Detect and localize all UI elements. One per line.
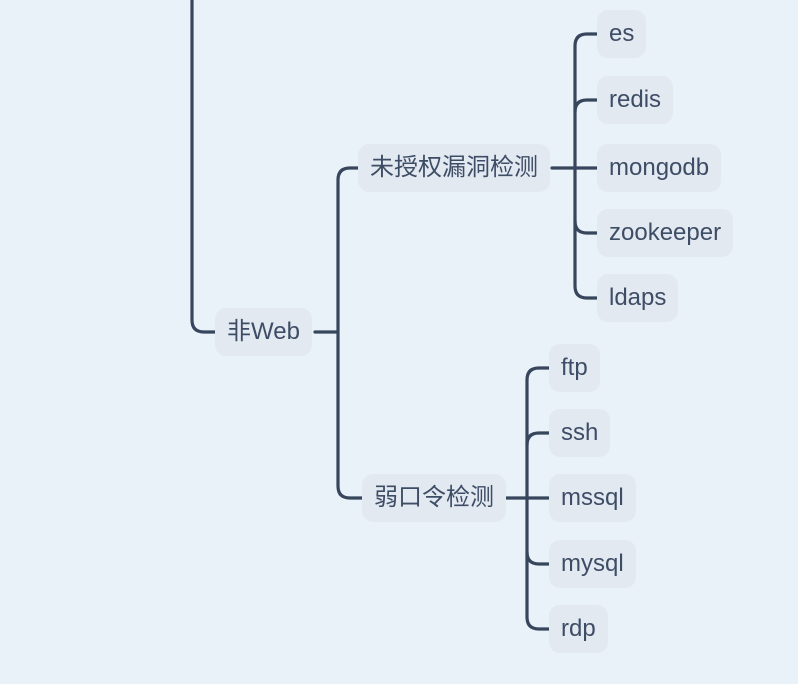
mindmap-node-redis[interactable]: redis: [597, 76, 674, 124]
mindmap-node-non-web[interactable]: 非Web: [215, 308, 312, 356]
edge-trunk-branches: [336, 166, 364, 500]
mindmap-node-unauthorized-vuln-detection[interactable]: 未授权漏洞检测: [358, 144, 550, 192]
mindmap-node-mysql[interactable]: mysql: [549, 540, 636, 588]
mindmap-node-zookeeper[interactable]: zookeeper: [597, 209, 734, 257]
mindmap-node-ftp[interactable]: ftp: [549, 344, 600, 392]
edge-trunk-unauth-children: [573, 32, 599, 300]
mindmap-node-rdp[interactable]: rdp: [549, 605, 608, 653]
edge-parent-to-non-web: [190, 0, 217, 334]
mindmap-node-ldaps[interactable]: ldaps: [597, 274, 679, 322]
edge-hook-redis: [573, 98, 599, 114]
edge-hook-ssh: [525, 431, 551, 447]
mindmap-node-mssql[interactable]: mssql: [549, 474, 636, 522]
mindmap-node-ssh[interactable]: ssh: [549, 409, 611, 457]
edge-hook-mysql: [525, 550, 551, 566]
mindmap-node-mongodb[interactable]: mongodb: [597, 144, 722, 192]
mindmap-node-weak-password-detection[interactable]: 弱口令检测: [362, 474, 506, 522]
edge-trunk-weakpass-children: [525, 366, 551, 631]
edge-hook-zookeeper: [573, 219, 599, 235]
mindmap-node-es[interactable]: es: [597, 10, 647, 58]
